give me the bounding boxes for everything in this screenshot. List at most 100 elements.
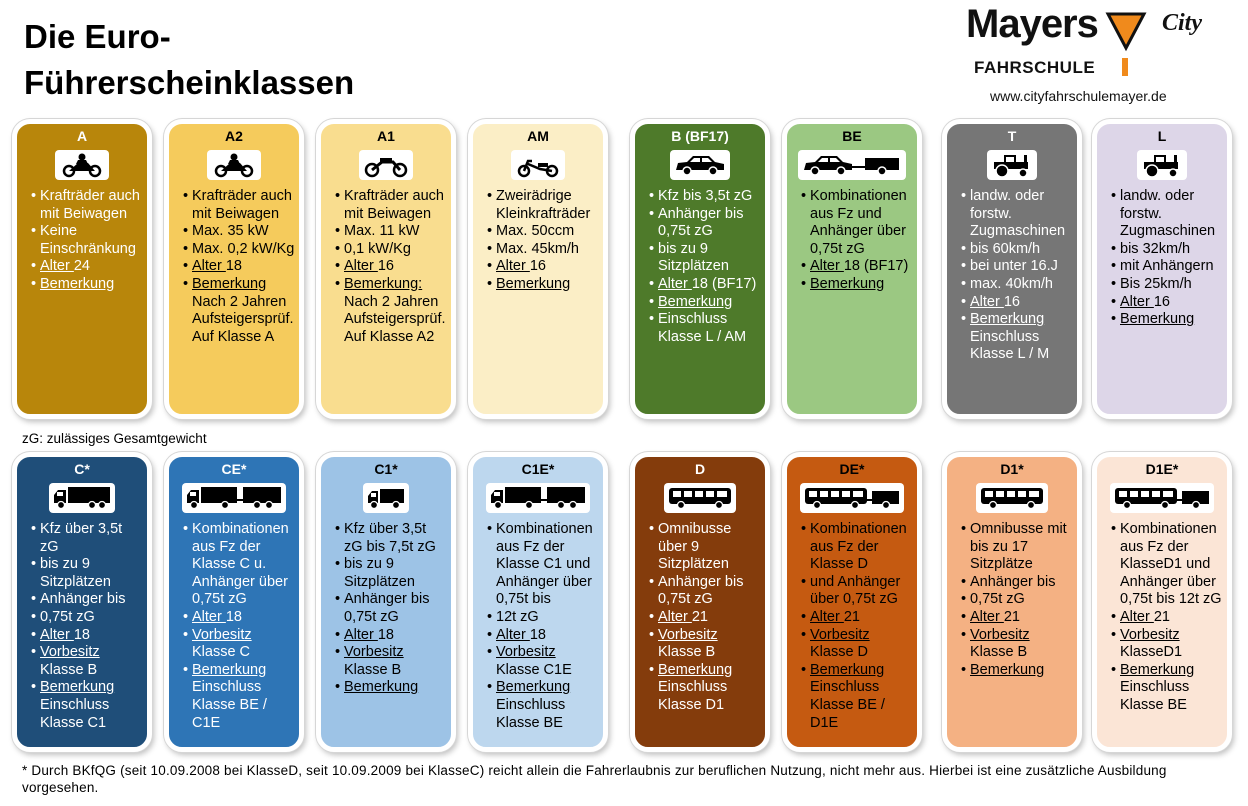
logo-url[interactable]: www.cityfahrschulemayer.de — [990, 88, 1167, 104]
detail-item: bis zu 9 Sitzplätzen — [335, 556, 447, 591]
detail-value: Klasse C1E — [496, 661, 572, 678]
detail-item: Anhänger bis 0,75t zG — [649, 574, 761, 609]
detail-text: landw. oder forstw. Zugmaschinen — [970, 188, 1066, 240]
card-class-title: B (BF17) — [671, 128, 729, 144]
card-class-title: DE* — [839, 461, 865, 477]
detail-link[interactable]: Bemerkung — [40, 679, 115, 696]
detail-value: 18 — [377, 626, 394, 643]
detail-link[interactable]: Alter — [40, 626, 74, 643]
detail-value: Klasse B — [344, 661, 402, 678]
card-class-title: L — [1157, 128, 1167, 144]
detail-link[interactable]: Alter — [496, 258, 530, 275]
detail-link[interactable]: Alter — [658, 275, 692, 292]
detail-item: Max. 50ccm — [487, 223, 599, 241]
detail-item: 0,75t zG — [31, 609, 143, 627]
detail-link[interactable]: Bemerkung: — [344, 275, 423, 292]
detail-link[interactable]: Bemerkung — [658, 293, 733, 310]
detail-link[interactable]: Bemerkung — [970, 311, 1045, 328]
detail-link[interactable]: Alter — [970, 608, 1004, 625]
detail-link[interactable]: Vorbesitz — [40, 644, 100, 661]
detail-item: Bemerkung — [335, 679, 447, 697]
license-card: D1E*Kombinationen aus Fz der KlasseD1 un… — [1092, 452, 1232, 752]
detail-link[interactable]: Alter — [344, 626, 378, 643]
detail-link[interactable]: Bemerkung — [1120, 311, 1195, 328]
detail-text: bis 32km/h — [1120, 240, 1191, 257]
license-card: AMZweirädrige KleinkrafträderMax. 50ccmM… — [468, 119, 608, 419]
detail-link[interactable]: Alter — [970, 293, 1004, 310]
small-truck-icon — [363, 483, 409, 513]
license-card: A2Krafträder auch mit BeiwagenMax. 35 kW… — [164, 119, 304, 419]
card-details: Kombinationen aus Fz der Klasse Dund Anh… — [801, 521, 913, 732]
detail-link[interactable]: Bemerkung — [810, 275, 885, 292]
detail-link[interactable]: Vorbesitz — [1120, 626, 1180, 643]
detail-item: Omnibusse über 9 Sitzplätzen — [649, 521, 761, 574]
detail-link[interactable]: Bemerkung — [192, 275, 267, 292]
detail-item: Omnibusse mit bis zu 17 Sitzplätze — [961, 521, 1073, 574]
detail-link[interactable]: Alter — [40, 258, 74, 275]
card-class-title: A — [76, 128, 88, 144]
detail-value: Klasse C — [192, 644, 251, 661]
detail-text: bis 60km/h — [970, 240, 1041, 257]
detail-text: bis zu 9 Sitzplätzen — [40, 556, 111, 590]
detail-item: Bemerkung — [801, 276, 913, 294]
detail-link[interactable]: Vorbesitz — [496, 644, 556, 661]
detail-item: Krafträder auch mit Beiwagen — [31, 188, 143, 223]
detail-text: und Anhänger über 0,75t zG — [810, 573, 901, 608]
detail-link[interactable]: Bemerkung — [496, 275, 571, 292]
card-class-title: A2 — [225, 128, 243, 144]
detail-item: Alter 18 (BF17) — [801, 258, 913, 276]
detail-link[interactable]: Bemerkung — [1120, 661, 1195, 678]
detail-item: Alter 21 — [801, 609, 913, 627]
detail-link[interactable]: Alter — [344, 258, 378, 275]
detail-item: Krafträder auch mit Beiwagen — [183, 188, 295, 223]
detail-link[interactable]: Alter — [1120, 293, 1154, 310]
detail-link[interactable]: Alter — [810, 608, 844, 625]
detail-link[interactable]: Bemerkung — [810, 661, 885, 678]
detail-link[interactable]: Bemerkung — [40, 275, 115, 292]
detail-link[interactable]: Alter — [192, 258, 226, 275]
detail-text: Kombinationen aus Fz der Klasse C u. Anh… — [192, 521, 289, 608]
detail-item: Alter 18 — [31, 627, 143, 645]
detail-link[interactable]: Vorbesitz — [970, 626, 1030, 643]
detail-link[interactable]: Alter — [192, 608, 226, 625]
detail-link[interactable]: Vorbesitz — [344, 644, 404, 661]
detail-link[interactable]: Vorbesitz — [810, 626, 870, 643]
detail-item: Anhänger bis 0,75t zG — [649, 206, 761, 241]
detail-link[interactable]: Bemerkung — [192, 661, 267, 678]
detail-link[interactable]: Vorbesitz — [658, 626, 718, 643]
detail-link[interactable]: Vorbesitz — [192, 626, 252, 643]
card-details: Kombinationen aus Fz der Klasse C u. Anh… — [183, 521, 295, 732]
moped-icon — [511, 150, 565, 180]
card-details: Kombinationen aus Fz der Klasse C1 und A… — [487, 521, 599, 732]
detail-value: Einschluss Klasse BE / D1E — [810, 679, 885, 731]
detail-value: Klasse D — [810, 644, 869, 661]
detail-link[interactable]: Alter — [1120, 608, 1154, 625]
detail-item: Alter 18 — [335, 627, 447, 645]
detail-link[interactable]: Bemerkung — [496, 679, 571, 696]
detail-item: und Anhänger über 0,75t zG — [801, 574, 913, 609]
detail-item: landw. oder forstw. Zugmaschinen — [961, 188, 1073, 241]
license-card: DE* Kombinationen aus Fz der Klasse Dund … — [782, 452, 922, 752]
detail-text: Kombinationen aus Fz und Anhänger über 0… — [810, 188, 907, 257]
detail-link[interactable]: Alter — [658, 608, 692, 625]
detail-value: Nach 2 Jahren Aufsteigersprüf. Auf Klass… — [192, 293, 294, 345]
detail-item: Max. 35 kW — [183, 223, 295, 241]
card-details: Krafträder auch mit BeiwagenMax. 11 kW0,… — [335, 188, 447, 346]
card-class-title: T — [1007, 128, 1017, 144]
detail-link[interactable]: Alter — [496, 626, 530, 643]
detail-link[interactable]: Alter — [810, 258, 844, 275]
motorbike-icon — [359, 150, 413, 180]
detail-item: Alter 24 — [31, 258, 143, 276]
logo-mark-icon — [1105, 12, 1147, 76]
detail-item: bis 32km/h — [1111, 241, 1223, 259]
detail-link[interactable]: Bemerkung — [344, 679, 419, 696]
detail-link[interactable]: Bemerkung — [970, 661, 1045, 678]
motorcycle-icon — [207, 150, 261, 180]
card-class-title: C1E* — [521, 461, 555, 477]
detail-link[interactable]: Bemerkung — [658, 661, 733, 678]
card-details: Omnibusse über 9 SitzplätzenAnhänger bis… — [649, 521, 761, 715]
detail-item: Anhänger bis — [31, 591, 143, 609]
